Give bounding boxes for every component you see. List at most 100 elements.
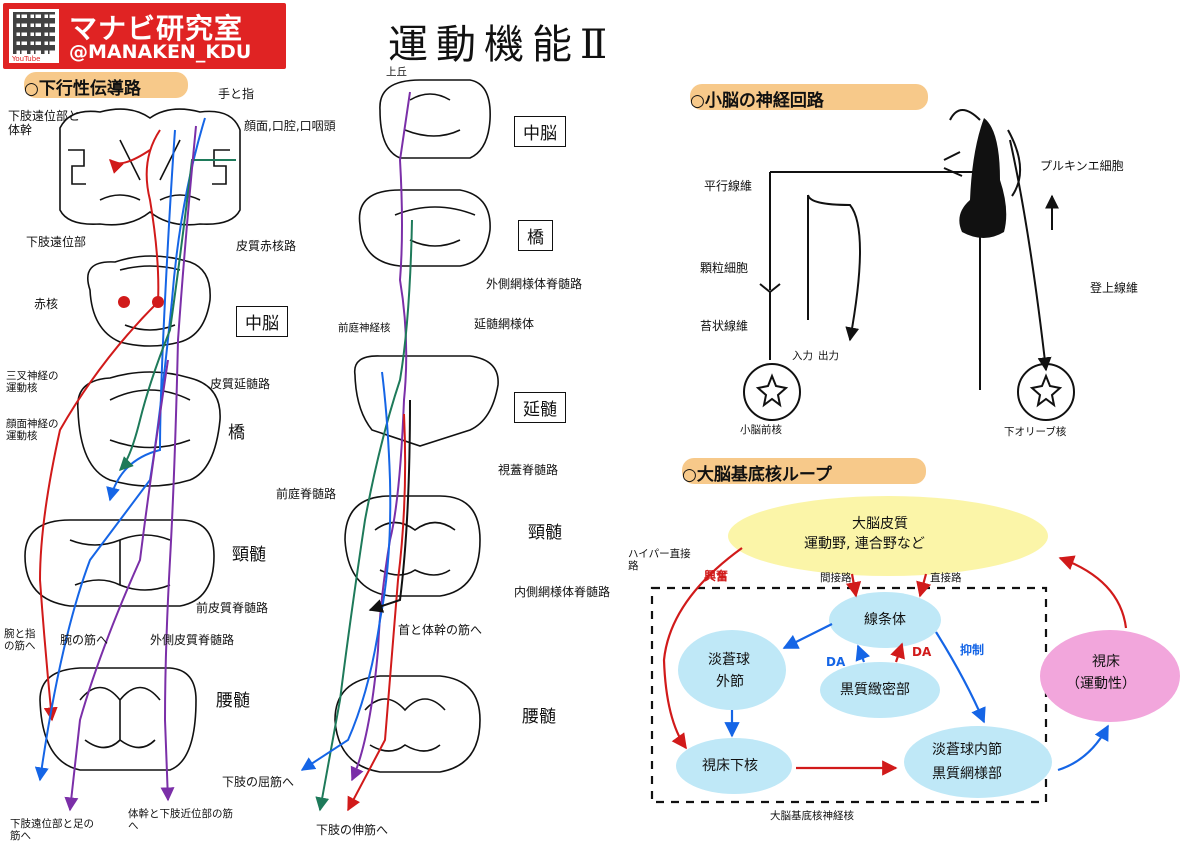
label-hyperdirect: ハイパー直接路 xyxy=(628,548,691,573)
left-cervical-outline xyxy=(24,519,215,607)
left-pathway-diagram xyxy=(24,108,241,771)
label-excitatory: 興奮 xyxy=(704,569,729,583)
label-bg-footer: 大脳基底核神経核 xyxy=(770,810,854,822)
label-left-midbrain: 中脳 xyxy=(236,306,288,337)
mid-blue-tract xyxy=(300,371,392,771)
snc-da-blue xyxy=(855,644,871,663)
cerebellum-circuit xyxy=(743,109,1075,421)
page-title: 運動機能Ⅱ xyxy=(388,22,616,68)
label-input: 入力 xyxy=(792,350,813,362)
indirect-arrow xyxy=(845,573,862,598)
label-da-left: DA xyxy=(826,655,846,669)
gpi-box xyxy=(904,726,1052,798)
thalamus-box xyxy=(1040,630,1180,722)
label-left-pons: 橋 xyxy=(228,423,245,443)
channel-logo[interactable]: YouTube マナビ研究室 @MANAKEN_KDU xyxy=(3,3,286,69)
striatum-to-gpi-arrow xyxy=(935,631,986,724)
label-gpe-1: 淡蒼球 xyxy=(708,652,750,668)
label-snc: 黒質緻密部 xyxy=(840,682,910,698)
label-mid-cervical: 頸髄 xyxy=(528,523,562,543)
gpe-box xyxy=(678,630,786,710)
label-thalamus-sub: （運動性） xyxy=(1066,676,1136,692)
label-facial-motor: 顔面神経の運動核 xyxy=(6,418,59,443)
label-corticobulbar: 皮質延髄路 xyxy=(210,377,271,391)
label-stn: 視床下核 xyxy=(702,758,758,774)
stn-box xyxy=(676,738,792,794)
label-arm-muscles: 腕の筋へ xyxy=(60,633,109,647)
inferior-olive-circle xyxy=(1017,363,1075,421)
left-blue-tract xyxy=(34,117,206,782)
label-arm-finger-muscles: 腕と指の筋へ xyxy=(4,628,36,653)
label-cortex-sub: 運動野, 連合野など xyxy=(804,536,925,552)
cerebellar-nucleus-star xyxy=(755,373,789,408)
left-green-tract xyxy=(119,159,236,471)
cortex-box xyxy=(728,496,1048,576)
label-corticorubral: 皮質赤核路 xyxy=(236,239,297,253)
left-lumbar-gray xyxy=(79,686,161,749)
mid-purple-tract xyxy=(350,91,411,782)
output-loop xyxy=(807,194,861,342)
label-inhibitory: 抑制 xyxy=(960,643,985,657)
label-indirect: 間接路 xyxy=(820,572,852,584)
striatum-box xyxy=(829,592,941,648)
left-purple-tract xyxy=(160,125,197,802)
label-climbing-fiber: 登上線維 xyxy=(1090,281,1139,295)
label-lower-limb-distal: 下肢遠位部 xyxy=(26,235,87,249)
label-mid-midbrain: 中脳 xyxy=(514,116,566,147)
label-output: 出力 xyxy=(818,350,839,362)
qr-pattern xyxy=(13,12,55,54)
basal-ganglia-heading-highlight: ○大脳基底核ループ xyxy=(682,458,926,485)
label-left-lumbar: 腰髄 xyxy=(216,691,250,711)
label-parallel-fiber: 平行線維 xyxy=(704,179,753,193)
label-vestibulospinal: 前庭脊髄路 xyxy=(276,487,337,501)
striatum-to-gpe-arrow xyxy=(782,623,833,649)
label-lateral-corticospinal: 外側皮質脊髄路 xyxy=(150,633,235,647)
label-bottom-left: 下肢遠位部と足の筋へ xyxy=(10,818,94,843)
left-pons-outline xyxy=(77,371,221,487)
left-red-tract xyxy=(38,129,161,722)
thalamus-to-cortex-arrow xyxy=(1058,555,1128,629)
label-mid-medulla: 延髄 xyxy=(514,392,566,423)
left-lumbar-outline xyxy=(39,667,197,771)
label-tectospinal: 視蓋脊髄路 xyxy=(498,463,559,477)
mid-dark-tract xyxy=(368,399,411,613)
label-vestibular-nucleus: 前庭神経核 xyxy=(338,322,391,334)
mid-pons-outline xyxy=(358,189,491,267)
left-purple-tract-2 xyxy=(64,359,169,812)
middle-pathway-diagram xyxy=(334,79,499,773)
youtube-label: YouTube xyxy=(12,55,41,63)
ventricles xyxy=(119,139,181,181)
label-cerebellar-nuclei: 小脳前核 xyxy=(740,424,782,436)
label-thalamus: 視床 xyxy=(1092,654,1120,670)
left-pons-inner xyxy=(109,389,191,449)
qr-code-icon[interactable]: YouTube xyxy=(9,9,59,63)
mid-lumbar-gray xyxy=(364,698,446,752)
label-left-cervical: 頸髄 xyxy=(232,545,266,565)
label-striatum: 線条体 xyxy=(864,612,906,628)
label-hand-finger: 手と指 xyxy=(218,87,255,101)
cerebrum-outline xyxy=(59,108,241,226)
cerebrum-folds xyxy=(68,149,230,201)
pyramidal-heading-highlight: ○下行性伝導路 xyxy=(24,72,188,99)
mid-red-tract xyxy=(347,413,407,812)
label-gpe-2: 外節 xyxy=(716,674,744,690)
channel-name: マナビ研究室 xyxy=(69,12,244,45)
channel-handle: @MANAKEN_KDU xyxy=(69,41,252,63)
label-medial-reticulospinal: 内側網様体脊髄路 xyxy=(514,585,611,599)
snc-box xyxy=(820,662,940,718)
left-midbrain-outline xyxy=(87,255,211,347)
label-trigeminal: 三叉神経の運動核 xyxy=(6,370,59,395)
mid-midbrain-outline xyxy=(379,79,491,159)
mid-midbrain-inner xyxy=(404,93,461,137)
direct-arrow xyxy=(916,573,932,598)
snc-da-red xyxy=(890,642,905,663)
label-neck-trunk: 首と体幹の筋へ xyxy=(398,623,483,637)
mid-green-tract xyxy=(315,219,413,812)
left-cervical-gray xyxy=(69,534,171,591)
label-red-nucleus: 赤核 xyxy=(34,297,59,311)
climbing-fiber xyxy=(1009,139,1052,372)
label-lower-limb-trunk: 下肢遠位部と体幹 xyxy=(8,109,81,137)
basal-ganglia-heading: ○大脳基底核ループ xyxy=(682,465,832,485)
gpi-to-thalamus-arrow xyxy=(1057,724,1109,772)
